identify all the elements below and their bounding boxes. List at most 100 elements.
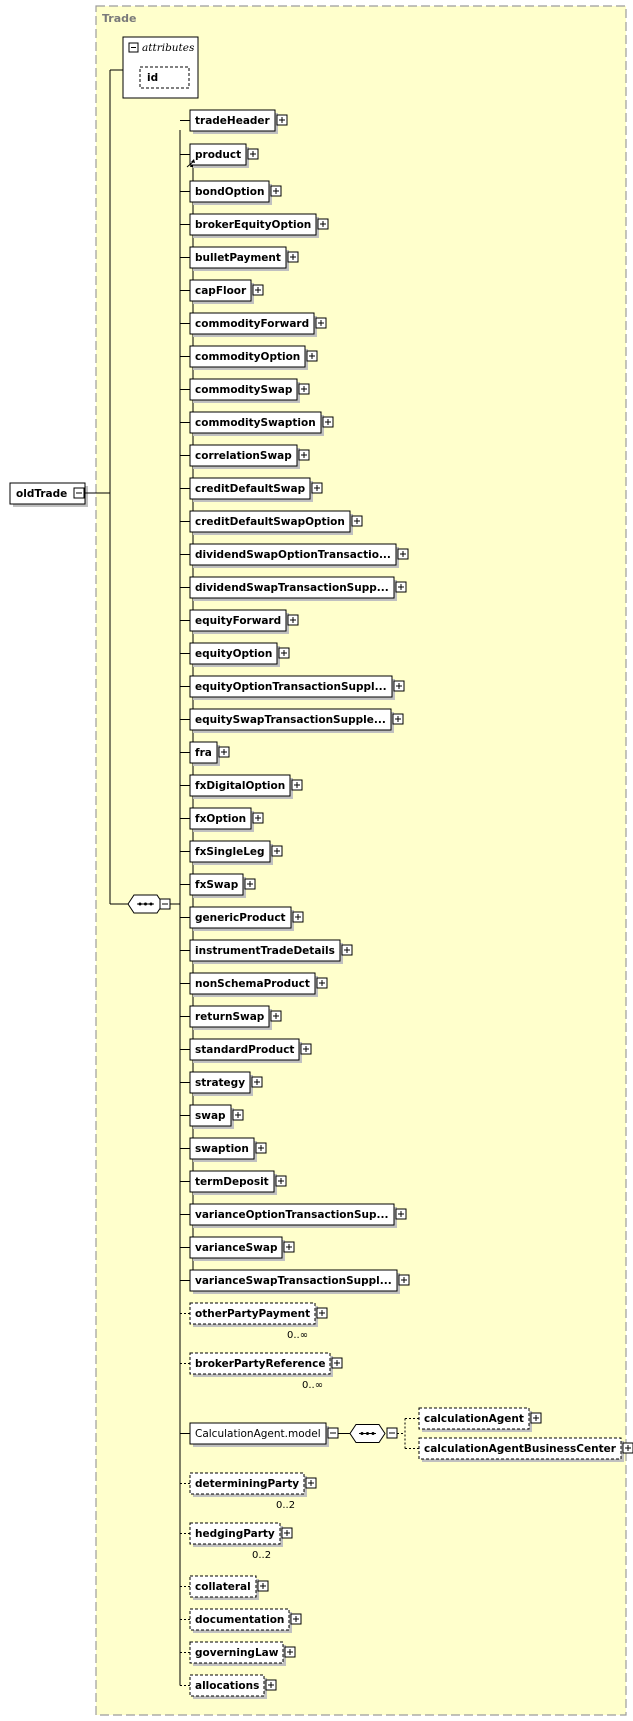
element-label: termDeposit — [195, 1176, 269, 1188]
element-label: fxDigitalOption — [195, 780, 285, 792]
sequence-items: tradeHeader product bondOption brokerEquity… — [179, 109, 633, 1699]
element-term-deposit[interactable]: termDeposit — [189, 1170, 277, 1195]
element-calculation-agent-business-center[interactable]: calculationAgentBusinessCenter — [418, 1437, 624, 1462]
element-trade-header[interactable]: tradeHeader — [189, 109, 278, 134]
element-cap-floor[interactable]: capFloor — [189, 279, 254, 304]
element-fra[interactable]: fra — [189, 741, 220, 766]
element-equity-swap-transaction-supple[interactable]: equitySwapTransactionSupple... — [189, 708, 394, 733]
element-label: allocations — [195, 1680, 259, 1692]
element-equity-option[interactable]: equityOption — [189, 642, 280, 667]
element-return-swap[interactable]: returnSwap — [189, 1005, 272, 1030]
element-label: brokerPartyReference — [195, 1358, 325, 1370]
element-label: equityOptionTransactionSuppl... — [195, 681, 387, 693]
attribute-id: id — [147, 72, 158, 84]
element-variance-swap[interactable]: varianceSwap — [189, 1236, 285, 1261]
element-label: varianceSwap — [195, 1242, 278, 1254]
element-label: calculationAgent — [424, 1413, 524, 1425]
element-governing-law[interactable]: governingLaw — [189, 1641, 286, 1666]
element-label: fra — [195, 747, 212, 759]
element-bullet-payment[interactable]: bulletPayment — [189, 246, 289, 271]
group-sequence-compositor[interactable] — [349, 1424, 386, 1443]
element-calculation-agent[interactable]: calculationAgent — [418, 1407, 532, 1432]
element-standard-product[interactable]: standardProduct — [189, 1038, 302, 1063]
occurs-label: 0..∞ — [287, 1330, 308, 1341]
element-documentation[interactable]: documentation — [189, 1608, 292, 1633]
element-label: bondOption — [195, 186, 264, 198]
element-generic-product[interactable]: genericProduct — [189, 906, 294, 931]
element-correlation-swap[interactable]: correlationSwap — [189, 444, 300, 469]
element-label: brokerEquityOption — [195, 219, 311, 231]
element-label: genericProduct — [195, 912, 286, 924]
element-commodity-forward[interactable]: commodityForward — [189, 312, 317, 337]
element-label: equityForward — [195, 615, 281, 627]
element-label: creditDefaultSwap — [195, 483, 306, 495]
element-non-schema-product[interactable]: nonSchemaProduct — [189, 972, 318, 997]
element-label: bulletPayment — [195, 252, 281, 264]
element-label: governingLaw — [195, 1647, 279, 1659]
element-label: fxSwap — [195, 879, 239, 891]
element-label: commoditySwaption — [195, 417, 316, 429]
element-variance-option-transaction-sup[interactable]: varianceOptionTransactionSup... — [189, 1203, 397, 1228]
element-label: capFloor — [195, 285, 247, 297]
element-label: varianceOptionTransactionSup... — [195, 1209, 389, 1221]
element-label: creditDefaultSwapOption — [195, 516, 345, 528]
element-label: tradeHeader — [195, 115, 271, 127]
element-label: commodityOption — [195, 351, 300, 363]
element-label: determiningParty — [195, 1478, 299, 1490]
element-label: otherPartyPayment — [195, 1308, 310, 1320]
root-connectors — [85, 69, 128, 905]
element-fx-swap[interactable]: fxSwap — [189, 873, 246, 898]
element-label: swap — [195, 1110, 226, 1122]
element-commodity-swap[interactable]: commoditySwap — [189, 378, 300, 403]
element-equity-option-transaction-suppl[interactable]: equityOptionTransactionSuppl... — [189, 675, 395, 700]
element-hedging-party[interactable]: hedgingParty — [189, 1522, 283, 1547]
element-variance-swap-transaction-suppl[interactable]: varianceSwapTransactionSuppl... — [189, 1269, 400, 1294]
root-element[interactable]: oldTrade — [9, 482, 88, 507]
trade-title: Trade — [102, 12, 136, 25]
occurs-label: 0..2 — [252, 1550, 271, 1561]
element-label: calculationAgentBusinessCenter — [424, 1443, 617, 1455]
element-label: commodityForward — [195, 318, 309, 330]
element-instrument-trade-details[interactable]: instrumentTradeDetails — [189, 939, 343, 964]
element-fx-single-leg[interactable]: fxSingleLeg — [189, 840, 273, 865]
element-label: dividendSwapOptionTransactio... — [195, 549, 391, 561]
element-credit-default-swap[interactable]: creditDefaultSwap — [189, 477, 313, 502]
element-label: varianceSwapTransactionSuppl... — [195, 1275, 392, 1287]
element-product[interactable]: product — [186, 143, 249, 168]
element-label: standardProduct — [195, 1044, 294, 1056]
element-dividend-swap-transaction-supp[interactable]: dividendSwapTransactionSupp... — [189, 576, 397, 601]
element-broker-equity-option[interactable]: brokerEquityOption — [189, 213, 319, 238]
element-label: CalculationAgent.model — [195, 1428, 321, 1440]
element-swaption[interactable]: swaption — [189, 1137, 257, 1162]
attributes-label: attributes — [142, 42, 195, 54]
element-label: returnSwap — [195, 1011, 265, 1023]
element-label: strategy — [195, 1077, 245, 1089]
element-label: dividendSwapTransactionSupp... — [195, 582, 389, 594]
element-strategy[interactable]: strategy — [189, 1071, 253, 1096]
element-allocations[interactable]: allocations — [189, 1674, 267, 1699]
element-label: fxOption — [195, 813, 246, 825]
element-commodity-swaption[interactable]: commoditySwaption — [189, 411, 324, 436]
occurs-label: 0..2 — [276, 1500, 295, 1511]
element-collateral[interactable]: collateral — [189, 1575, 259, 1600]
element-dividend-swap-option-transactio[interactable]: dividendSwapOptionTransactio... — [189, 543, 399, 568]
element-swap[interactable]: swap — [189, 1104, 234, 1129]
element-commodity-option[interactable]: commodityOption — [189, 345, 308, 370]
element-fx-option[interactable]: fxOption — [189, 807, 254, 832]
element-label: swaption — [195, 1143, 249, 1155]
element-label: instrumentTradeDetails — [195, 945, 335, 957]
sequence-compositor[interactable] — [127, 894, 171, 914]
element-bond-option[interactable]: bondOption — [189, 180, 272, 205]
element-label: hedgingParty — [195, 1528, 275, 1540]
element-determining-party[interactable]: determiningParty — [189, 1472, 307, 1497]
element-credit-default-swap-option[interactable]: creditDefaultSwapOption — [189, 510, 353, 535]
element-label: correlationSwap — [195, 450, 292, 462]
element-label: product — [195, 149, 241, 161]
element-other-party-payment[interactable]: otherPartyPayment — [189, 1302, 318, 1327]
element-fx-digital-option[interactable]: fxDigitalOption — [189, 774, 293, 799]
element-broker-party-reference[interactable]: brokerPartyReference — [189, 1352, 333, 1377]
element-calculation-agent-model[interactable]: CalculationAgent.model — [189, 1422, 329, 1447]
element-label: nonSchemaProduct — [195, 978, 310, 990]
element-equity-forward[interactable]: equityForward — [189, 609, 289, 634]
